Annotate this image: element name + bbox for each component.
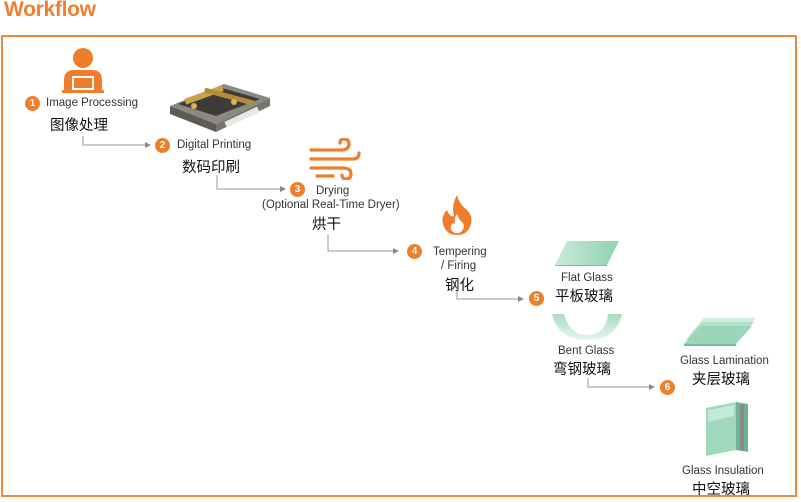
step-2-label-en: Digital Printing xyxy=(177,139,252,151)
step-4-label-en2: / Firing xyxy=(441,260,477,272)
insulated-glass-label-cn: 中空玻璃 xyxy=(692,482,750,498)
laminated-glass-label-en: Glass Lamination xyxy=(680,355,769,367)
step-1-label-en: Image Processing xyxy=(46,97,139,109)
wind-icon xyxy=(309,138,361,180)
step-3-label-en: Drying xyxy=(316,185,350,197)
step-2-label-cn: 数码印刷 xyxy=(182,160,240,176)
step-1-badge: 1 xyxy=(25,96,40,111)
bent-glass-label-en: Bent Glass xyxy=(558,345,615,357)
step-5-badge: 5 xyxy=(529,291,544,306)
step-3-label-en2: (Optional Real-Time Dryer) xyxy=(262,199,400,211)
step-4-label-en: Tempering xyxy=(433,246,487,258)
step-3-badge: 3 xyxy=(290,182,305,197)
step-2-badge: 2 xyxy=(155,138,170,153)
workflow-frame xyxy=(1,35,797,497)
bent-glass-icon xyxy=(552,314,622,340)
person-laptop-icon xyxy=(62,48,104,93)
page-title: Workflow xyxy=(4,0,96,21)
flat-glass-label-cn: 平板玻璃 xyxy=(555,289,613,305)
step-1-label-cn: 图像处理 xyxy=(50,118,108,134)
flame-icon xyxy=(442,195,472,235)
insulated-glass-label-en: Glass Insulation xyxy=(682,465,764,477)
step-3-label-cn: 烘干 xyxy=(312,217,341,233)
insulated-glass-icon xyxy=(706,402,748,456)
bent-glass-label-cn: 弯钢玻璃 xyxy=(553,362,611,378)
step-4-badge: 4 xyxy=(407,244,422,259)
step-4-label-cn: 钢化 xyxy=(445,278,474,294)
laminated-glass-label-cn: 夹层玻璃 xyxy=(692,372,750,388)
printer-machine-icon xyxy=(170,84,270,132)
laminated-glass-icon xyxy=(684,318,756,346)
flat-glass-icon xyxy=(555,241,619,266)
flat-glass-label-en: Flat Glass xyxy=(561,272,613,284)
step-6-badge: 6 xyxy=(660,380,675,395)
